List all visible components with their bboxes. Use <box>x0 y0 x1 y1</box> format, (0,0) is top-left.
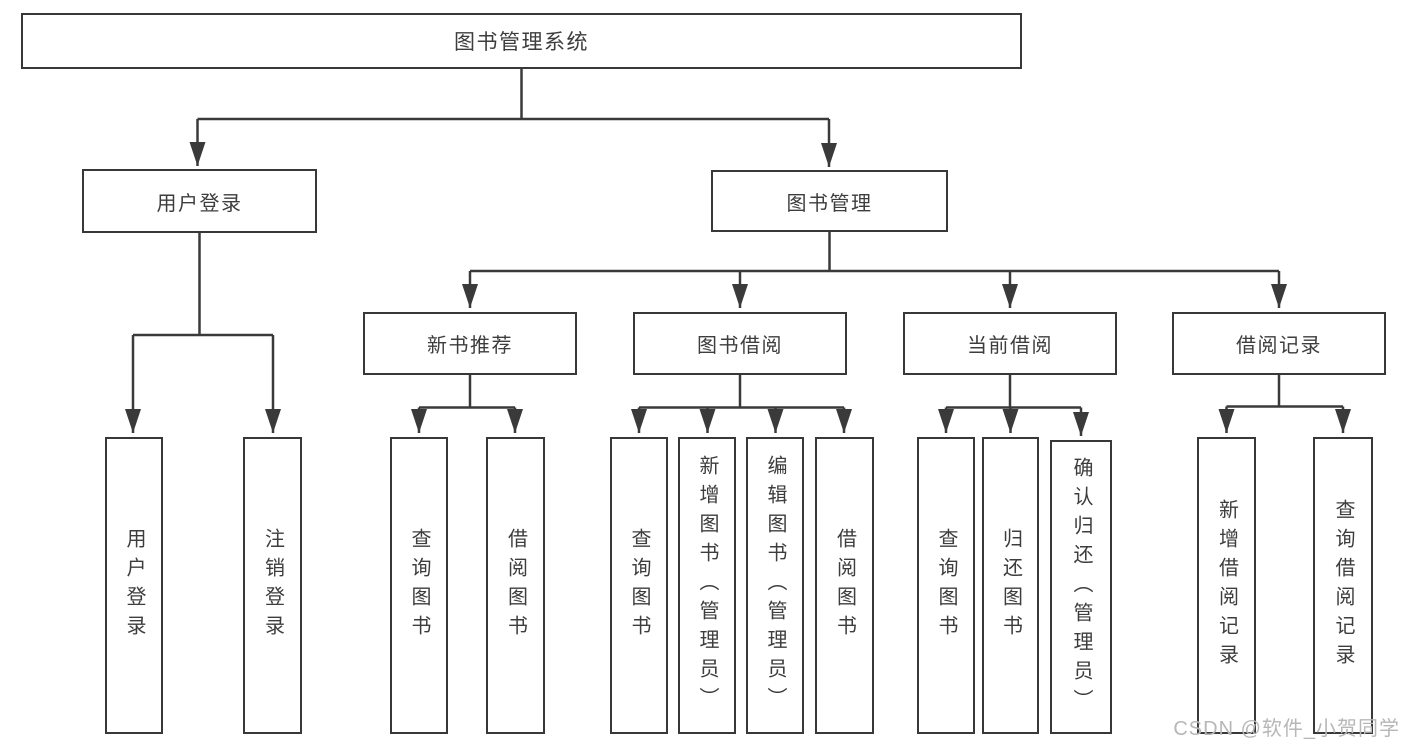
node-book-management-label: 图书管理 <box>786 192 873 215</box>
leaf-edit-books-admin: 编辑图书（管理员） <box>746 437 804 734</box>
node-new-book-recommend-label: 新书推荐 <box>427 335 513 357</box>
leaf-query-borrow-record-label: 查询借阅记录 <box>1332 498 1354 673</box>
leaf-confirm-return-admin-label: 确认归还（管理员） <box>1070 456 1092 718</box>
leaf-rec-query-books: 查询图书 <box>390 437 448 734</box>
node-current-borrow-label: 当前借阅 <box>967 335 1053 357</box>
leaf-query-borrow-record: 查询借阅记录 <box>1313 437 1373 734</box>
leaf-borrow-query-books: 查询图书 <box>610 437 668 734</box>
node-new-book-recommend: 新书推荐 <box>363 312 577 375</box>
leaf-logout-label: 注销登录 <box>261 527 284 644</box>
leaf-user-login-label: 用户登录 <box>123 527 145 644</box>
node-user-login: 用户登录 <box>82 169 317 233</box>
leaf-return-books-label: 归还图书 <box>999 527 1022 644</box>
watermark: CSDN @软件_小贺同学 <box>1173 718 1400 740</box>
leaf-logout: 注销登录 <box>243 437 302 734</box>
leaf-borrow-books-label: 借阅图书 <box>833 527 856 644</box>
leaf-edit-books-admin-label: 编辑图书（管理员） <box>764 455 786 716</box>
leaf-current-query-books-label: 查询图书 <box>935 527 957 644</box>
leaf-current-query-books: 查询图书 <box>917 437 975 734</box>
node-book-borrow: 图书借阅 <box>633 312 847 375</box>
node-user-login-label: 用户登录 <box>156 192 243 215</box>
node-borrow-records-label: 借阅记录 <box>1236 335 1322 357</box>
node-root-label: 图书管理系统 <box>454 31 589 54</box>
node-book-borrow-label: 图书借阅 <box>697 335 783 357</box>
leaf-return-books: 归还图书 <box>982 437 1039 734</box>
leaf-borrow-query-books-label: 查询图书 <box>628 527 650 644</box>
leaf-rec-borrow-books: 借阅图书 <box>486 437 545 734</box>
leaf-add-borrow-record: 新增借阅记录 <box>1197 437 1256 734</box>
node-current-borrow: 当前借阅 <box>903 312 1117 375</box>
leaf-add-borrow-record-label: 新增借阅记录 <box>1215 498 1238 673</box>
node-borrow-records: 借阅记录 <box>1172 312 1386 375</box>
leaf-add-books-admin: 新增图书（管理员） <box>678 437 736 734</box>
leaf-rec-query-books-label: 查询图书 <box>408 527 430 644</box>
leaf-user-login: 用户登录 <box>105 437 163 734</box>
leaf-rec-borrow-books-label: 借阅图书 <box>504 527 527 644</box>
node-root: 图书管理系统 <box>21 13 1022 69</box>
leaf-add-books-admin-label: 新增图书（管理员） <box>696 455 718 716</box>
node-book-management: 图书管理 <box>711 170 948 232</box>
leaf-borrow-books: 借阅图书 <box>815 437 874 734</box>
leaf-confirm-return-admin: 确认归还（管理员） <box>1050 440 1112 734</box>
